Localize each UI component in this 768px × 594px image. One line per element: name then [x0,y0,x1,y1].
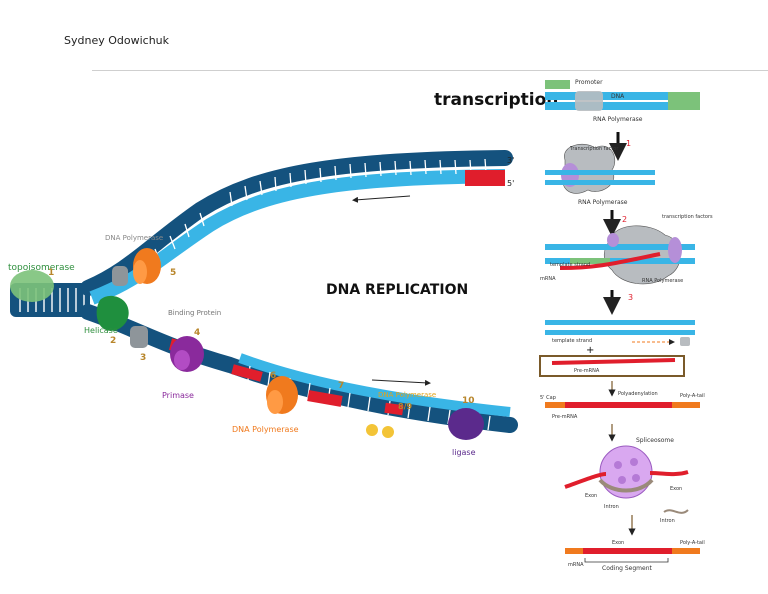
dna-polymerase-2-label: DNA Polymerase [378,391,436,399]
rna-polymerase-initial [575,91,603,111]
step-3: 3 [140,353,146,363]
rna-polymerase-3-label: RNA Polymerase [642,278,683,284]
coding-segment-label: Coding Segment [602,565,653,572]
okazaki-primer-4 [384,402,404,416]
transcription-factors-label: transcription factors [662,214,713,220]
transcription-step-3: 3 [628,293,633,302]
leading-primer [465,170,505,186]
step-6: 6 [270,371,276,381]
leading-direction-arrow [352,195,411,203]
dna-polymerase-2-shape-a [366,424,378,436]
template-strand-label: template strand [550,262,590,268]
helicase-label: Helicase [84,326,118,335]
lagging-direction-arrow [371,379,431,386]
topoisomerase-shape [10,270,54,302]
mrna-final-label: mRNA [568,562,584,568]
transcription-factor-label: Transcription factor [569,146,619,152]
step-4: 4 [194,328,200,338]
step-8-9: 8/9 [398,402,412,411]
topoisomerase-label: topoisomerase [8,263,75,273]
leading-template-strand [80,150,513,296]
leading-3-end: 3' [507,156,514,165]
transcription-panel-binding: Transcription factor RNA Polymerase [545,144,655,206]
promoter-label: Promoter [575,79,603,86]
exon-right-label: Exon [670,486,682,492]
dna-polymerase-upper-lobe [133,260,147,284]
binding-protein-label: Binding Protein [168,309,221,317]
dna-polymerase-2-shape-b [382,426,394,438]
transcription-panel-initial: Promoter DNA RNA Polymerase [545,79,700,123]
dna-polymerase-top-label: DNA Polymerase [105,234,163,242]
step-10: 10 [462,396,475,406]
exon-left-label: Exon [585,493,597,499]
ligase-label: ligase [452,448,476,457]
replication-title: DNA REPLICATION [326,282,468,298]
step-1: 1 [48,268,54,278]
dna-label: DNA [611,93,625,100]
step-5: 5 [170,268,176,278]
helicase-shape [96,295,129,331]
leading-5-end: 5' [507,179,514,188]
poly-a-tail-label: Poly-A-tail [680,393,705,399]
pre-mrna-label: Pre-mRNA [574,368,600,374]
ligase-shape [448,408,484,440]
leading-strand-rungs [139,158,487,275]
pre-mrna-2-label: Pre-mRNA [552,414,578,420]
cap-label: 5' Cap [540,395,556,401]
step-7: 7 [338,381,344,391]
template-strand-2: template strand [552,338,592,344]
lagging-new-strand [238,353,511,417]
rna-polymerase-label: RNA Polymerase [593,116,643,123]
transcription-panel-splicing: Spliceosome Exon Exon Intron Intron [564,437,689,524]
step-2: 2 [110,336,116,346]
pre-mrna-box [539,355,685,377]
binding-protein-upper [112,266,128,286]
mrna-label: mRNA [540,276,556,282]
transcription-title: transcription [434,90,558,110]
rna-polymerase-2-label: RNA Polymerase [578,199,628,206]
okazaki-primer-3 [307,390,343,407]
exon-final-label: Exon [612,540,624,546]
plus-sign: + [586,345,594,356]
binding-protein-lower [130,326,148,348]
replication-enzymes: topoisomerase 1 Helicase 2 Binding Prote… [8,234,484,457]
intron-label: Intron [604,504,619,510]
primase-lobe [174,350,190,370]
dna-polymerase-bottom-label: DNA Polymerase [232,425,299,434]
transcription-step-2: 2 [622,215,627,224]
intron-2-label: Intron [660,518,675,524]
author-name: Sydney Odowichuk [64,34,170,47]
polyadenylation-label: Polyadenylation [618,391,658,397]
transcription-panel-processing: 5' Cap Polyadenylation Poly-A-tail Pre-m… [540,391,705,420]
transcription-panel-elongation: transcription factors template strand mR… [540,214,713,285]
transcription-step-1: 1 [626,139,631,148]
transcription-panel-mature-mrna: Exon Poly-A-tail Coding Segment mRNA [565,540,705,572]
okazaki-primer-2 [231,364,263,382]
transcription-panel-termination: template strand + Pre-mRNA [539,320,695,377]
poly-a-tail-final-label: Poly-A-tail [680,540,705,546]
dna-polymerase-lower-lobe [267,390,283,414]
header-divider [92,70,768,71]
spliceosome-label: Spliceosome [636,437,674,444]
primase-label: Primase [162,391,194,400]
promoter-box [545,80,570,89]
